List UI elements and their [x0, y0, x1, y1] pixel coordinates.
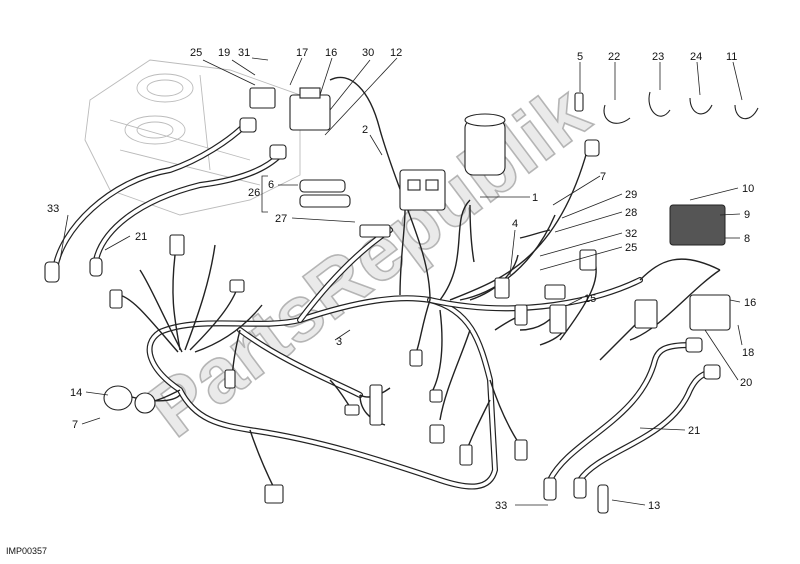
- leader-lines: [59, 57, 743, 506]
- callout-16: 16: [325, 47, 337, 59]
- connector-15: [549, 304, 567, 334]
- callout-6: 6: [268, 179, 274, 191]
- callout-21: 21: [135, 231, 147, 243]
- callout-29: 29: [625, 189, 637, 201]
- harness-branches: [119, 76, 721, 491]
- hv-leads-left: [44, 117, 287, 283]
- callout-33b: 33: [495, 500, 507, 512]
- main-harness: [146, 227, 643, 490]
- spark-plug-cap-rear: [89, 257, 103, 277]
- callout-25b: 25: [625, 242, 637, 254]
- starter-solenoid: [464, 119, 506, 176]
- spark-plug-cap-left: [44, 261, 60, 283]
- bracket-26: [261, 175, 268, 213]
- callout-10: 10: [742, 183, 754, 195]
- callout-17: 17: [296, 47, 308, 59]
- callout-15: 15: [584, 293, 596, 305]
- callout-2: 2: [362, 124, 368, 136]
- voltage-regulator: [669, 204, 726, 246]
- callout-23: 23: [652, 51, 664, 63]
- callout-4: 4: [512, 218, 518, 230]
- callout-18: 18: [742, 347, 754, 359]
- callout-30: 30: [362, 47, 374, 59]
- callout-26: 26: [248, 187, 260, 199]
- frame-outline: [84, 59, 301, 216]
- callout-28: 28: [625, 207, 637, 219]
- sensor-14: [103, 385, 133, 411]
- callout-11: 11: [726, 51, 737, 63]
- callout-33: 33: [47, 203, 59, 215]
- callout-20: 20: [740, 377, 752, 389]
- callout-12: 12: [390, 47, 402, 59]
- callout-22: 22: [608, 51, 620, 63]
- callout-1: 1: [532, 192, 538, 204]
- callout-16b: 16: [744, 297, 756, 309]
- callout-27: 27: [275, 213, 287, 225]
- ignition-coil-right: [689, 294, 731, 331]
- callout-25: 25: [190, 47, 202, 59]
- watermark: PartsRepublik: [132, 67, 604, 453]
- spark-plug-cap-right: [543, 477, 557, 501]
- callout-19: 19: [218, 47, 230, 59]
- callout-labels: 25 19 31 17 16 30 12 5 22 23 24 11 2 6 2…: [47, 47, 756, 512]
- callout-3: 3: [336, 336, 342, 348]
- callout-5: 5: [577, 51, 583, 63]
- sensor-13: [597, 484, 609, 514]
- callout-7: 7: [600, 171, 606, 183]
- callout-32: 32: [625, 228, 637, 240]
- callout-7b: 7: [72, 419, 78, 431]
- callout-9: 9: [744, 209, 750, 221]
- callout-31: 31: [238, 47, 250, 59]
- callout-24: 24: [690, 51, 702, 63]
- hv-leads-right: [543, 337, 721, 501]
- diagram-code: IMP00357: [6, 546, 48, 556]
- callout-13: 13: [648, 500, 660, 512]
- ignition-coil-top: [289, 94, 331, 131]
- callout-8: 8: [744, 233, 750, 245]
- callout-14: 14: [70, 387, 82, 399]
- callout-21b: 21: [688, 425, 700, 437]
